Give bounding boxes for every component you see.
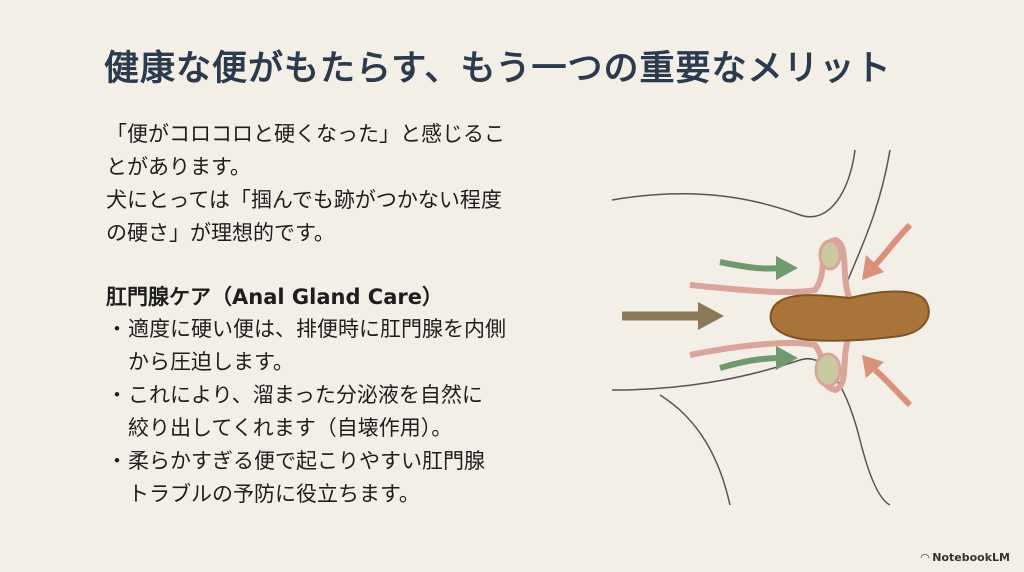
intro-line: 犬にとっては「掴んでも跡がつかない程度: [106, 188, 502, 212]
notebooklm-logo-icon: ◠: [920, 551, 930, 564]
pressure-arrow-icon: [872, 222, 913, 408]
bullet-dot: ・: [106, 449, 128, 473]
stool-icon: [769, 290, 930, 342]
bullet-line: 適度に硬い便は、排便時に肛門腺を内側: [128, 317, 506, 341]
pink-arrow-head: [862, 355, 884, 378]
lower-anal-gland: [814, 352, 842, 388]
intro-line: とがあります。: [106, 155, 251, 179]
bullet-dot: ・: [106, 317, 128, 341]
green-arrow-head: [776, 256, 798, 280]
bullet-item: ・ 柔らかすぎる便で起こりやすい肛門腺トラブルの予防に役立ちます。: [106, 445, 506, 511]
notebooklm-watermark: ◠ NotebookLM: [921, 551, 1010, 564]
intro-line: の硬さ」が理想的です。: [106, 221, 335, 245]
pink-arrow-head: [862, 255, 884, 280]
upper-anal-gland: [818, 239, 842, 271]
slide-title: 健康な便がもたらす、もう一つの重要なメリット: [104, 49, 892, 89]
anal-gland-illustration: [611, 149, 930, 506]
intro-text: 「便がコロコロと硬くなった」と感じるこ とがあります。 犬にとっては「掴んでも跡…: [106, 118, 505, 250]
bullet-line: 絞り出してくれます（自壊作用）。: [128, 416, 453, 440]
bullet-line: から圧迫します。: [128, 350, 294, 374]
bullet-item: ・ 適度に硬い便は、排便時に肛門腺を内側から圧迫します。: [106, 313, 507, 379]
upper-gland-wall: [689, 236, 853, 302]
bullet-line: トラブルの予防に役立ちます。: [128, 482, 420, 506]
green-arrow-icon: [719, 259, 781, 371]
push-arrow-icon: [622, 302, 724, 330]
brand-label: NotebookLM: [932, 551, 1010, 564]
outline-curve: [847, 149, 891, 281]
section-heading: 肛門腺ケア（Anal Gland Care）: [106, 285, 443, 309]
bullet-line: これにより、溜まった分泌液を自然に: [128, 383, 483, 407]
outline-curve: [611, 149, 856, 218]
bullet-list: ・ 適度に硬い便は、排便時に肛門腺を内側から圧迫します。 ・ これにより、溜まっ…: [106, 313, 507, 511]
outline-curve: [659, 394, 731, 506]
bullet-dot: ・: [106, 383, 128, 407]
intro-line: 「便がコロコロと硬くなった」と感じるこ: [106, 122, 505, 146]
outline-curve: [611, 357, 891, 506]
bullet-line: 柔らかすぎる便で起こりやすい肛門腺: [128, 449, 485, 473]
green-arrow-head: [776, 346, 798, 370]
bullet-item: ・ これにより、溜まった分泌液を自然に絞り出してくれます（自壊作用）。: [106, 379, 506, 445]
